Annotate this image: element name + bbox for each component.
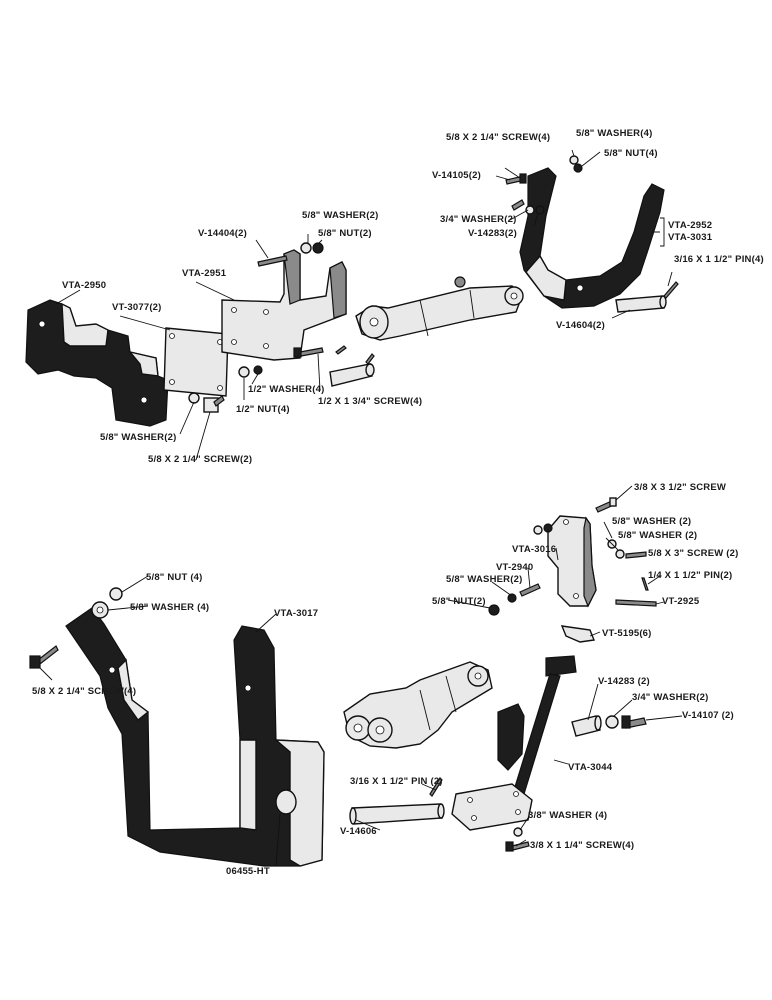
bracket-vta-2952 <box>519 167 665 309</box>
label-v-14107: V-14107 (2) <box>682 710 734 721</box>
label-nut-5-8-2-mid: 5/8" NUT(2) <box>318 228 372 239</box>
label-washer-3-8-4: 3/8" WASHER (4) <box>528 810 607 821</box>
label-washer-5-8-4-top: 5/8" WASHER(4) <box>576 128 652 139</box>
label-pin-1-4x1-1-2: 1/4 X 1 1/2" PIN(2) <box>648 570 732 581</box>
label-vt-3077: VT-3077(2) <box>112 302 162 313</box>
pin-v-14604 <box>615 295 667 313</box>
labels: 5/8 X 2 1/4" SCREW(4) 5/8" WASHER(4) 5/8… <box>32 128 764 877</box>
bracket-vta-2950 <box>25 299 169 427</box>
label-pin-3-16x1-1-2-2: 3/16 X 1 1/2" PIN (2) <box>350 776 443 787</box>
label-v-14283-top: V-14283(2) <box>468 228 517 239</box>
label-v-14105: V-14105(2) <box>432 170 481 181</box>
label-v-14283-low: V-14283 (2) <box>598 676 650 687</box>
label-washer-5-8-2-left: 5/8" WASHER(2) <box>100 432 176 443</box>
label-screw-1-2x1-3-4: 1/2 X 1 3/4" SCREW(4) <box>318 396 422 407</box>
label-06455-ht: 06455-HT <box>226 866 270 877</box>
leader-lines <box>39 149 683 867</box>
fasteners-3044 <box>505 715 647 852</box>
label-pin-3-16: 3/16 X 1 1/2" PIN(4) <box>674 254 764 265</box>
label-v-14606: V-14606 <box>340 826 377 837</box>
hydraulic-cylinder-low <box>343 661 493 749</box>
pin-3-16 <box>663 281 679 299</box>
hydraulic-cylinder-top <box>355 276 524 341</box>
label-screw-3-8x1-1-4: 3/8 X 1 1/4" SCREW(4) <box>530 840 634 851</box>
label-vt-5195: VT-5195(6) <box>602 628 652 639</box>
label-washer-5-8-2-r3: 5/8" WASHER(2) <box>446 574 522 585</box>
bracket-vta-2951 <box>221 249 347 361</box>
fasteners-3016 <box>533 497 657 643</box>
label-nut-5-8-4-top: 5/8" NUT(4) <box>604 148 658 159</box>
label-washer-5-8-2-r1: 5/8" WASHER (2) <box>612 516 691 527</box>
plate-vt-3077 <box>163 327 229 397</box>
washer-nut-mid <box>300 242 324 254</box>
label-vta-3016: VTA-3016 <box>512 544 556 555</box>
fasteners-3017 <box>29 587 123 669</box>
label-vt-2940: VT-2940 <box>496 562 533 573</box>
pin-v-14404 <box>257 255 288 267</box>
label-washer-3-4-2-low: 3/4" WASHER(2) <box>632 692 708 703</box>
label-screw-5-8x2-1-4-low: 5/8 X 2 1/4" SCREW(4) <box>32 686 136 697</box>
pin-v-14606 <box>349 777 445 825</box>
bracket-vta-3016 <box>547 515 597 608</box>
label-nut-1-2-4: 1/2" NUT(4) <box>236 404 290 415</box>
label-vta-2952: VTA-2952 <box>668 220 712 231</box>
label-screw-5-8x3-2: 5/8 X 3" SCREW (2) <box>648 548 738 559</box>
label-washer-5-8-4-low: 5/8" WASHER (4) <box>130 602 209 613</box>
vt-2940-hardware <box>488 583 541 616</box>
bracket-vta-3044 <box>451 655 577 831</box>
label-vta-3044: VTA-3044 <box>568 762 613 773</box>
label-washer-3-4-2-top: 3/4" WASHER(2) <box>440 214 516 225</box>
bracket-vta-3017 <box>65 607 325 867</box>
label-washer-1-2-4: 1/2" WASHER(4) <box>248 384 324 395</box>
label-washer-5-8-2-mid: 5/8" WASHER(2) <box>302 210 378 221</box>
label-v-14604: V-14604(2) <box>556 320 605 331</box>
label-screw-5-8x2-1-4-top: 5/8 X 2 1/4" SCREW(4) <box>446 132 550 143</box>
small-hardware-top <box>293 345 375 387</box>
label-washer-5-8-2-r2: 5/8" WASHER (2) <box>618 530 697 541</box>
label-vta-2950: VTA-2950 <box>62 280 106 291</box>
washer-screw-left <box>188 392 225 413</box>
nut-washer-half <box>238 365 263 378</box>
label-nut-5-8-4-low: 5/8" NUT (4) <box>146 572 203 583</box>
label-nut-5-8-2-r: 5/8" NUT(2) <box>432 596 486 607</box>
label-vta-3017: VTA-3017 <box>274 608 318 619</box>
label-screw-5-8x2-1-4-2: 5/8 X 2 1/4" SCREW(2) <box>148 454 252 465</box>
label-vt-2925: VT-2925 <box>662 596 700 607</box>
label-screw-3-8x3-1-2: 3/8 X 3 1/2" SCREW <box>634 482 726 493</box>
label-vta-2951: VTA-2951 <box>182 268 227 279</box>
label-vta-3031: VTA-3031 <box>668 232 713 243</box>
label-v-14404: V-14404(2) <box>198 228 247 239</box>
